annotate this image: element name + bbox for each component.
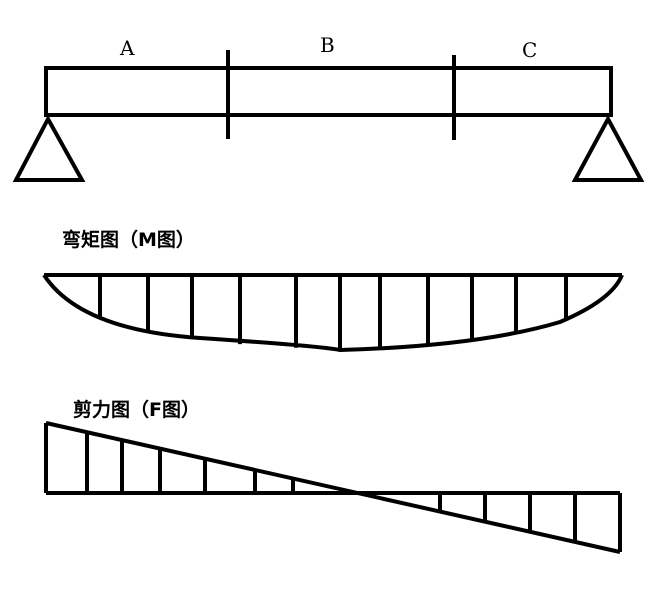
segment-label-a: A [119, 36, 135, 60]
beam [12, 50, 645, 182]
beam-body [44, 66, 613, 117]
segment-label-c: C [522, 38, 537, 62]
left-support [12, 114, 86, 182]
moment-curve [42, 273, 624, 353]
shear-diagram [44, 421, 622, 554]
moment-diagram [42, 273, 624, 353]
right-support [571, 114, 645, 182]
moment-diagram-title: 弯矩图（M图） [62, 228, 195, 251]
segment-label-b: B [320, 33, 335, 57]
shear-line [45, 421, 621, 554]
shear-diagram-title: 剪力图（F图） [73, 398, 200, 421]
